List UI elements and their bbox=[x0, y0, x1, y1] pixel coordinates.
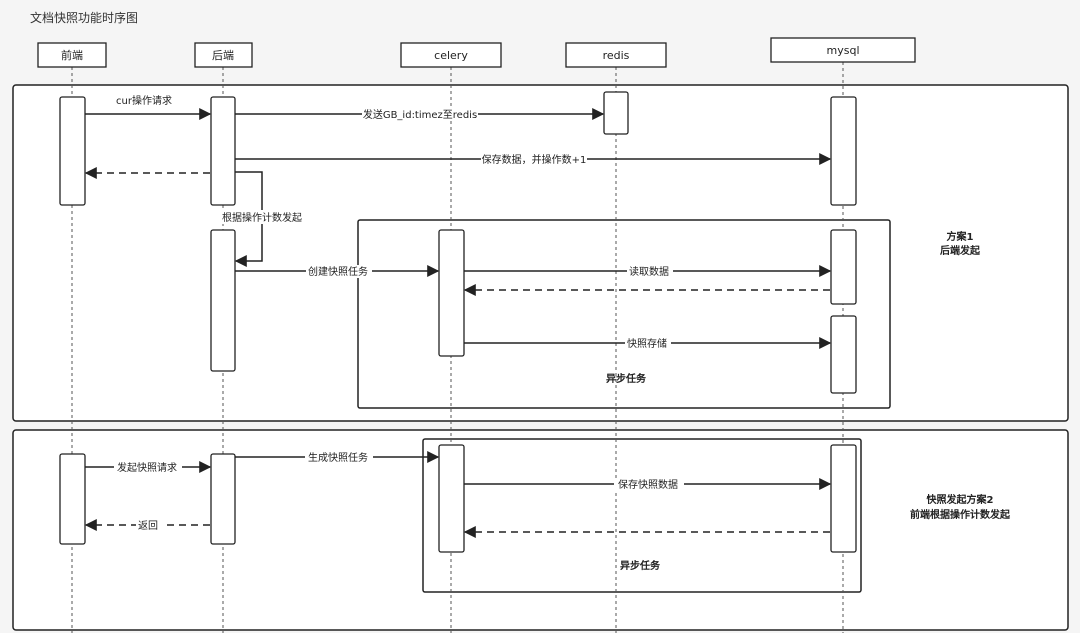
activation-frontend-1 bbox=[59, 96, 86, 206]
participant-box-backend bbox=[194, 42, 253, 68]
label-bg-trigger bbox=[217, 210, 309, 224]
plan2-subtitle: 前端根据操作计数发起 bbox=[910, 508, 1011, 521]
label-bg-gen-task bbox=[305, 451, 373, 464]
activation-backend-3 bbox=[210, 453, 236, 545]
participant-redis: redis bbox=[603, 49, 630, 62]
label-bg-create-task bbox=[306, 265, 372, 278]
message-labels: cur操作请求 发送GB_id:timez至redis 保存数据，并操作数+1 … bbox=[114, 94, 684, 532]
async-label-2: 异步任务 bbox=[620, 559, 661, 572]
label-bg-initiate bbox=[114, 461, 182, 474]
activation-mysql-1 bbox=[830, 96, 857, 206]
async-frame-1 bbox=[357, 219, 891, 409]
activation-backend-2 bbox=[210, 229, 236, 372]
participant-box-redis bbox=[565, 42, 667, 68]
activation-redis-1 bbox=[603, 91, 629, 135]
label-cur-request: cur操作请求 bbox=[116, 94, 172, 107]
participant-box-mysql bbox=[770, 37, 916, 63]
activation-celery-2 bbox=[438, 444, 465, 553]
plan1-subtitle: 后端发起 bbox=[940, 244, 981, 257]
participant-backend: 后端 bbox=[212, 49, 234, 62]
label-send-redis: 发送GB_id:timez至redis bbox=[363, 108, 477, 121]
async-label-1: 异步任务 bbox=[606, 372, 647, 385]
participant-frontend: 前端 bbox=[61, 48, 83, 62]
plan1-title: 方案1 bbox=[947, 230, 974, 243]
label-save-snapshot-data: 保存快照数据 bbox=[618, 478, 678, 491]
label-bg-read-data bbox=[627, 265, 673, 278]
label-bg-save-data bbox=[481, 153, 587, 166]
plan1-frame bbox=[12, 84, 1069, 422]
label-bg-send-redis bbox=[362, 108, 478, 121]
activation-mysql-2 bbox=[830, 229, 857, 305]
label-trigger-by-count: 根据操作计数发起 bbox=[222, 211, 302, 224]
participant-headers: 前端 后端 celery redis mysql bbox=[37, 37, 916, 68]
diagram-title: 文档快照功能时序图 bbox=[30, 10, 138, 25]
async-frame-2 bbox=[422, 438, 862, 593]
participant-box-frontend bbox=[37, 42, 107, 68]
activation-mysql-3 bbox=[830, 315, 857, 394]
label-create-task: 创建快照任务 bbox=[308, 265, 368, 278]
label-return: 返回 bbox=[138, 520, 158, 532]
label-bg-store-snapshot bbox=[625, 337, 671, 350]
activation-backend-1 bbox=[210, 96, 236, 206]
activation-celery-1 bbox=[438, 229, 465, 357]
label-gen-task: 生成快照任务 bbox=[308, 451, 368, 464]
activation-frontend-2 bbox=[59, 453, 86, 545]
participant-mysql: mysql bbox=[827, 44, 860, 57]
participant-celery: celery bbox=[434, 49, 468, 62]
label-initiate-request: 发起快照请求 bbox=[117, 461, 177, 474]
plan2-frame bbox=[12, 429, 1069, 631]
label-bg-save-snapshot-data bbox=[614, 478, 684, 491]
label-save-data: 保存数据，并操作数+1 bbox=[482, 153, 587, 166]
label-bg-return bbox=[136, 519, 162, 532]
label-store-snapshot: 快照存储 bbox=[627, 337, 667, 350]
plan2-title: 快照发起方案2 bbox=[926, 493, 994, 506]
activation-mysql-4 bbox=[830, 444, 857, 553]
activation-bars bbox=[59, 91, 857, 553]
participant-box-celery bbox=[400, 42, 502, 68]
label-read-data: 读取数据 bbox=[629, 265, 669, 278]
